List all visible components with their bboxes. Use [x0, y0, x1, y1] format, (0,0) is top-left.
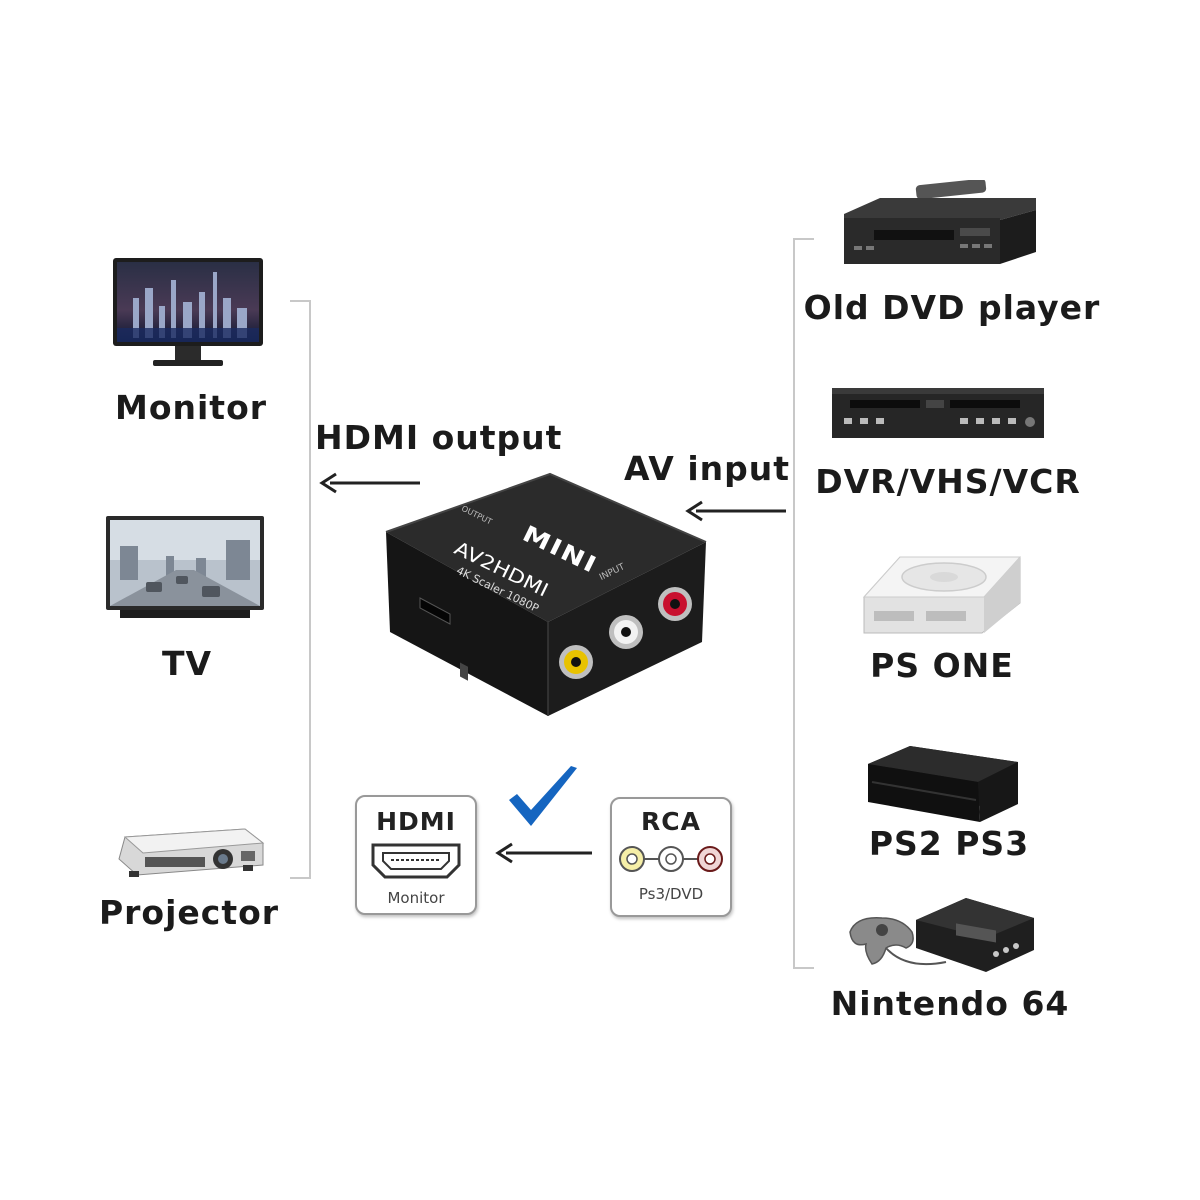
nintendo-64-console-icon	[849, 898, 1034, 972]
tv-icon	[106, 516, 264, 618]
rca-badge-title: RCA	[641, 807, 701, 836]
hdmi-badge-title: HDMI	[376, 807, 456, 836]
rca-badge-sub: Ps3/DVD	[638, 885, 704, 903]
hdmi-output-label: HDMI output	[315, 418, 563, 457]
projector-icon	[118, 828, 265, 877]
n64-device	[846, 892, 1036, 974]
old-dvd-player-label: Old DVD player	[803, 288, 1101, 327]
left-bracket	[290, 300, 311, 879]
checkmark-icon	[509, 766, 577, 826]
vcr-player-icon	[844, 180, 1036, 264]
dvd-vhs-combo-icon	[832, 388, 1044, 438]
projector-device	[115, 823, 265, 879]
ps-one-console-icon	[862, 556, 1022, 634]
av2hdmi-converter: MINI AV2HDMI 4K Scaler 1080P OUTPUT INPU…	[380, 472, 710, 720]
monitor-device	[113, 258, 265, 370]
ps-one-device	[860, 553, 1024, 637]
dvr-vhs-vcr-label: DVR/VHS/VCR	[815, 462, 1081, 501]
rca-to-hdmi-arrow	[495, 842, 592, 864]
converter-body-icon	[385, 472, 707, 716]
vcr-player-device	[840, 180, 1040, 270]
projector-label: Projector	[98, 893, 280, 932]
av-input-arrow	[685, 500, 786, 522]
ps-one-label: PS ONE	[870, 646, 1014, 685]
hdmi-output-arrow	[319, 472, 420, 494]
dvd-vhs-combo-device	[830, 384, 1046, 442]
av-input-label: AV input	[624, 449, 791, 488]
nintendo-64-label: Nintendo 64	[830, 984, 1070, 1023]
monitor-label: Monitor	[114, 388, 268, 427]
ps2-console-icon	[868, 746, 1018, 822]
hdmi-port-icon	[371, 843, 461, 879]
ps2-ps3-label: PS2 PS3	[868, 824, 1030, 863]
ps2-device	[864, 742, 1020, 826]
rca-jacks-icon	[619, 846, 723, 872]
tv-label: TV	[161, 644, 213, 683]
hdmi-connector-badge: HDMI Monitor	[355, 795, 477, 915]
rca-connector-badge: RCA Ps3/DVD	[610, 797, 732, 917]
monitor-icon	[113, 258, 263, 366]
right-bracket	[793, 238, 814, 969]
hdmi-badge-sub: Monitor	[387, 889, 445, 907]
tv-device	[106, 516, 266, 622]
